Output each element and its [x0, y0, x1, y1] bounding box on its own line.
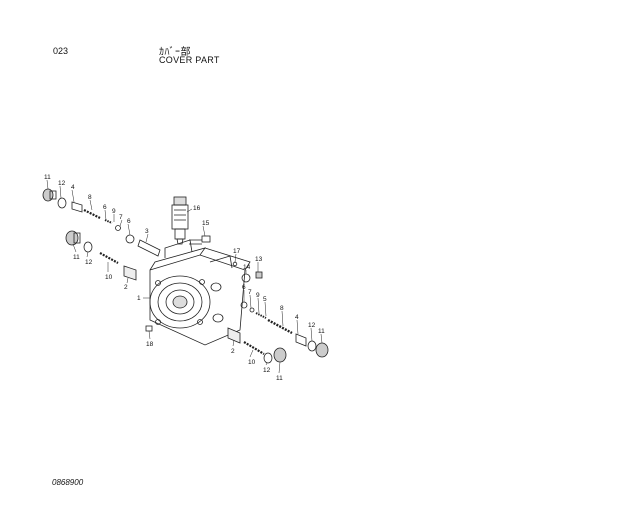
- callout-label: 18: [146, 341, 154, 348]
- callout-label: 9: [112, 208, 116, 215]
- callout-label: 7: [248, 289, 252, 296]
- callout-label: 6: [242, 284, 246, 291]
- callout-label: 11: [318, 328, 325, 335]
- callout-label: 15: [202, 220, 210, 227]
- callout-label: 7: [119, 214, 123, 221]
- callout-label: 1: [137, 295, 141, 302]
- callout-label: 8: [88, 194, 92, 201]
- plug: [145, 325, 153, 332]
- callout-label: 2: [124, 284, 128, 291]
- title-japanese: ｶﾊﾞｰ部: [159, 47, 191, 58]
- callout-label: 14: [243, 264, 251, 271]
- upper-spool-stack: [42, 188, 161, 257]
- callout-label: 6: [127, 218, 131, 225]
- cover-housing: [149, 239, 251, 346]
- bolt: [189, 235, 211, 245]
- callout-label: 3: [145, 228, 149, 235]
- callout-label: 6: [103, 204, 107, 211]
- callout-label: 10: [105, 274, 113, 281]
- callout-label: 11: [44, 174, 51, 181]
- callout-label: 9: [256, 292, 260, 299]
- callout-label: 12: [308, 322, 316, 329]
- relief-valve: [171, 196, 189, 245]
- callout-label: 4: [71, 184, 75, 191]
- callout-label: 11: [73, 254, 80, 261]
- callout-label: 11: [276, 375, 283, 382]
- callout-label: 12: [58, 180, 66, 187]
- leader-lines: [46, 179, 323, 374]
- callout-label: 13: [255, 256, 263, 263]
- callout-label: 12: [263, 367, 271, 374]
- callout-label: 8: [280, 305, 284, 312]
- page-code: 023: [53, 46, 69, 56]
- callout-label: 4: [295, 314, 299, 321]
- left-lower-group: [65, 230, 137, 281]
- callout-label: 17: [233, 248, 241, 255]
- callout-labels: 11 12 4 8 6 9 7 6 3 16 15 11 12 10 2 1 1…: [44, 174, 325, 382]
- callout-label: 5: [263, 296, 267, 303]
- drawing-code: 0868900: [52, 478, 84, 487]
- callout-label: 2: [231, 348, 235, 355]
- callout-label: 16: [193, 205, 201, 212]
- lower-spool-stack: [227, 301, 329, 364]
- title-english: COVER PART: [159, 55, 220, 65]
- callout-label: 12: [85, 259, 93, 266]
- callout-label: 10: [248, 359, 256, 366]
